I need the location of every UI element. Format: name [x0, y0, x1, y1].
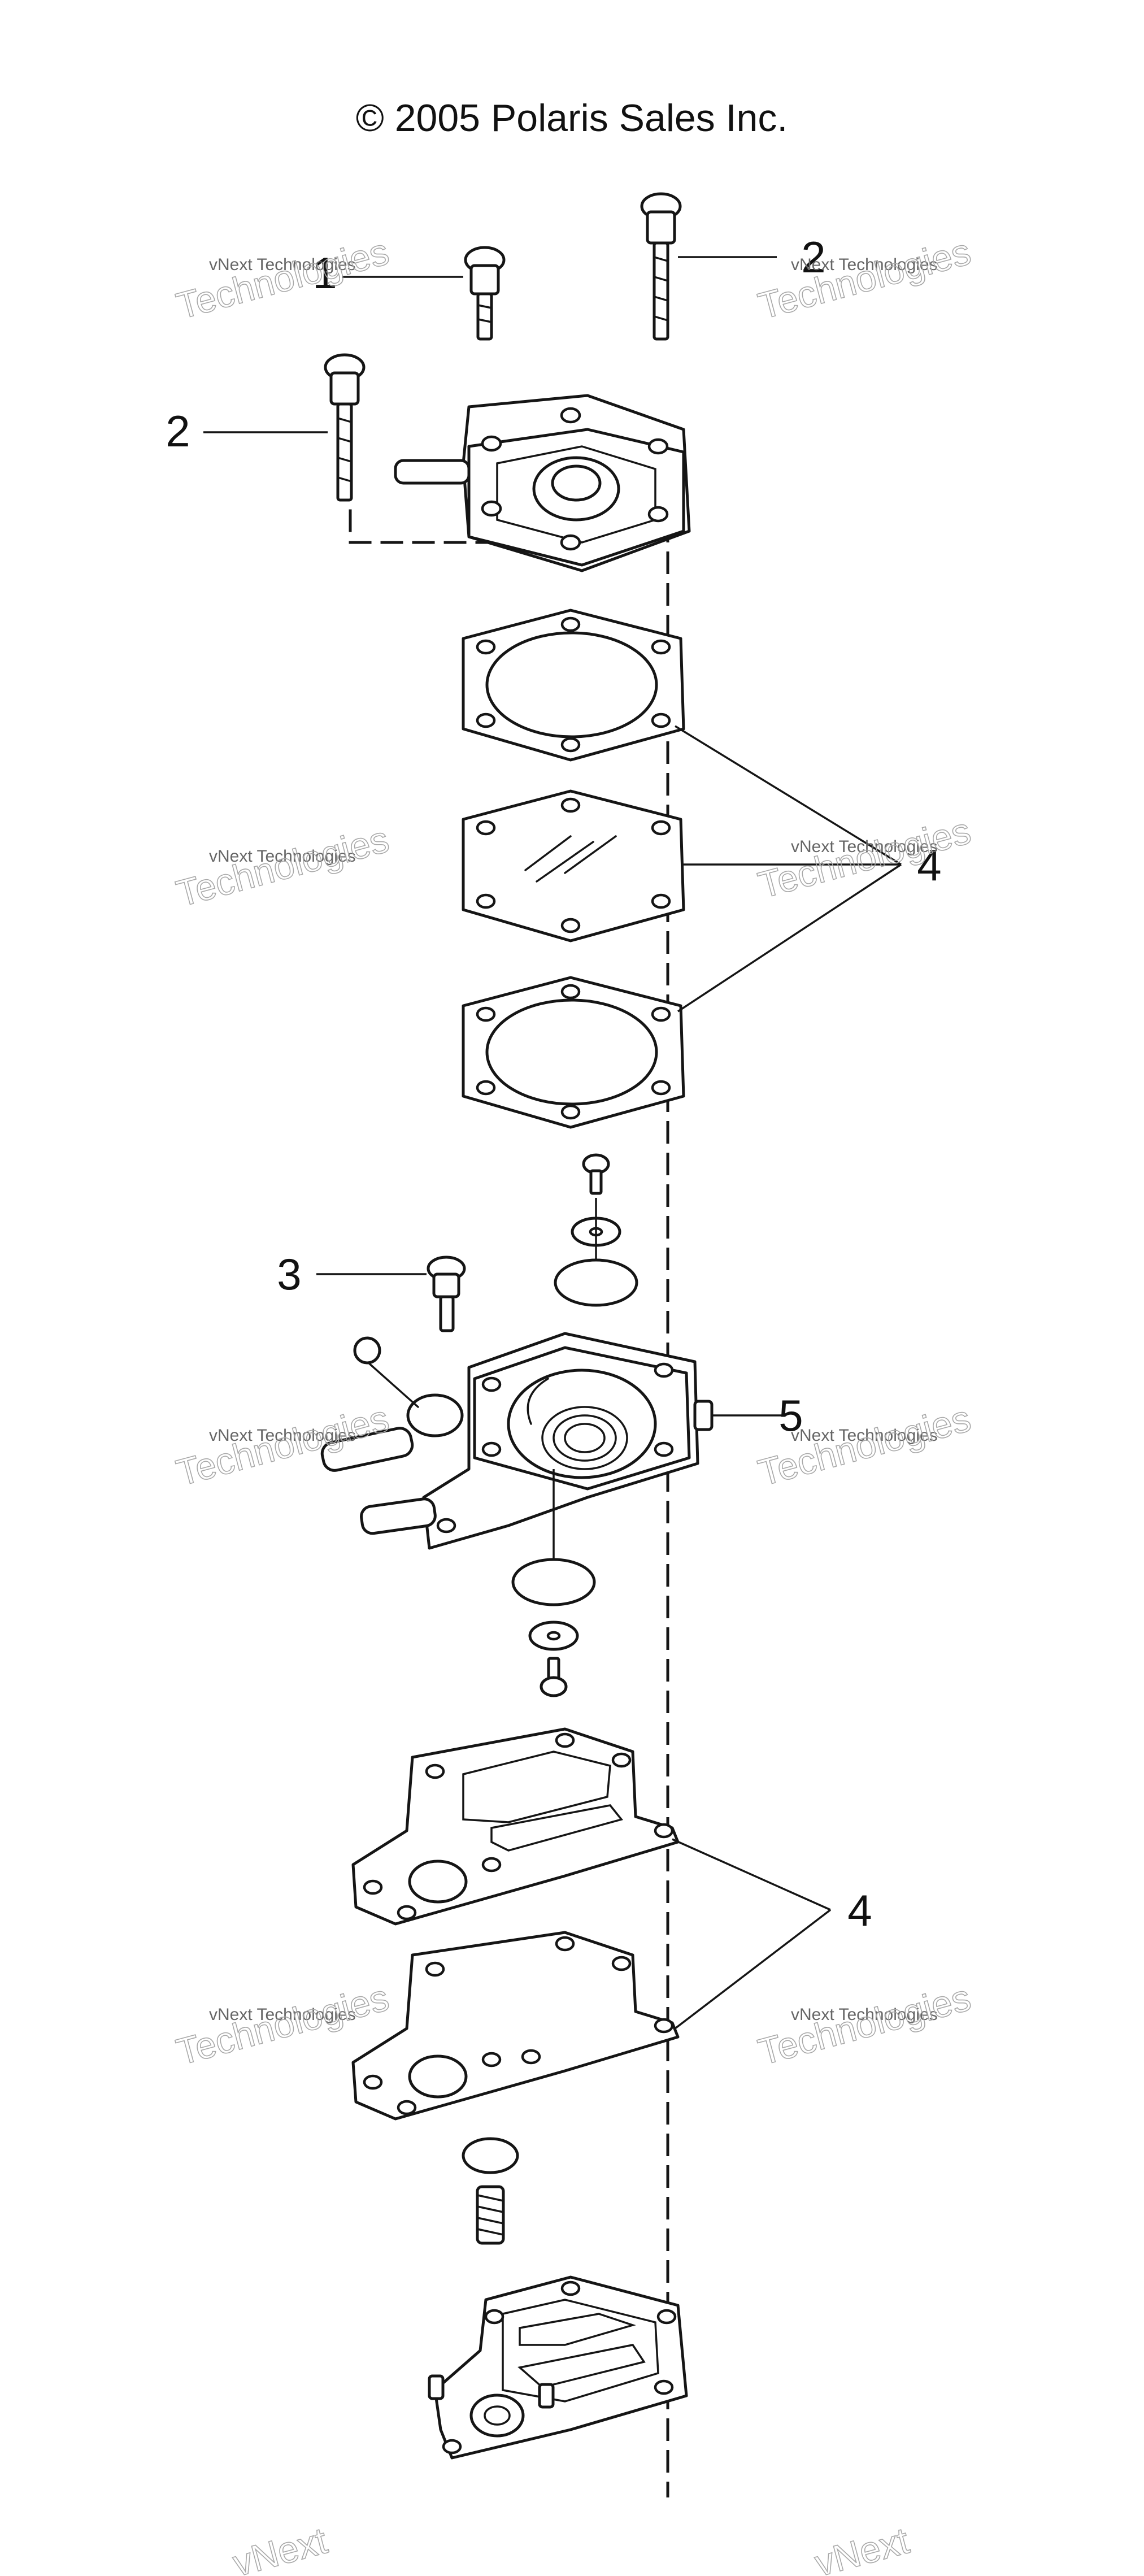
gasket-lower-1 — [351, 1727, 680, 1926]
svg-text:vNext Technologies: vNext Technologies — [791, 1426, 938, 1445]
callout-1: 1 — [312, 248, 337, 298]
watermark-left-1: vNext Technologies Technologies — [172, 230, 394, 328]
callout-4-lower: 4 — [847, 1886, 872, 1935]
valve-disc-upper — [554, 1258, 638, 1307]
svg-text:vNext Technologies: vNext Technologies — [791, 255, 938, 274]
gasket-lower-2 — [351, 1931, 680, 2121]
check-valve-disc — [462, 2137, 519, 2174]
valve-washer-lower-hole — [546, 1631, 561, 1641]
screw-2-right — [640, 192, 682, 341]
leader-4b-2 — [674, 1909, 832, 2030]
callout-4-upper: 4 — [917, 840, 941, 890]
screw-2-left — [324, 353, 366, 502]
watermark-right-2: vNext Technologies Technologies — [754, 809, 976, 907]
callout-2-right: 2 — [801, 232, 825, 282]
pump-body — [320, 1332, 714, 1550]
leader-4b-1 — [672, 1838, 831, 1911]
svg-text:Technologies: Technologies — [754, 1976, 975, 2073]
svg-text:Technologies: Technologies — [172, 818, 393, 914]
svg-text:vNext Technologies: vNext Technologies — [209, 2005, 356, 2024]
svg-text:vNext Technologies: vNext Technologies — [791, 837, 938, 856]
pump-base — [428, 2275, 688, 2460]
callout-2-left: 2 — [166, 406, 190, 456]
callout-5: 5 — [778, 1391, 803, 1440]
gasket-middle — [462, 976, 685, 1129]
leader-4a-1 — [675, 725, 902, 866]
screw-1 — [464, 246, 506, 341]
svg-text:vNext Technologies: vNext Technologies — [209, 255, 356, 274]
watermark-right-4: vNext Technologies Technologies — [754, 1976, 976, 2074]
svg-text:vNext Technologies: vNext Technologies — [791, 2005, 938, 2024]
valve-screw-lower — [540, 1657, 568, 1697]
diaphragm — [462, 789, 685, 942]
watermark-left-2: vNext Technologies Technologies — [172, 818, 394, 915]
check-valve-spring — [476, 2185, 505, 2245]
svg-text:vNext: vNext — [228, 2519, 331, 2576]
svg-text:Technologies: Technologies — [172, 230, 393, 327]
svg-text:vNext: vNext — [810, 2519, 913, 2576]
leader-4a-3 — [677, 863, 902, 1013]
callout-3: 3 — [277, 1249, 301, 1299]
svg-text:vNext Technologies: vNext Technologies — [209, 847, 356, 866]
pump-top-cover — [394, 394, 691, 572]
svg-text:Technologies: Technologies — [172, 1397, 393, 1493]
valve-screw-upper — [582, 1153, 610, 1195]
svg-text:Technologies: Technologies — [754, 809, 975, 906]
copyright-text: © 2005 Polaris Sales Inc. — [356, 97, 788, 140]
watermark-left-3: vNext Technologies Technologies — [172, 1397, 394, 1495]
screw-3 — [427, 1256, 466, 1332]
valve-disc-lower — [511, 1558, 596, 1606]
svg-text:Technologies: Technologies — [754, 230, 975, 327]
gasket-upper — [462, 609, 685, 762]
watermark-right-1: vNext Technologies Technologies — [754, 230, 976, 328]
svg-text:vNext Technologies: vNext Technologies — [209, 1426, 356, 1445]
watermark-bottom: vNext vNext — [228, 2519, 914, 2576]
